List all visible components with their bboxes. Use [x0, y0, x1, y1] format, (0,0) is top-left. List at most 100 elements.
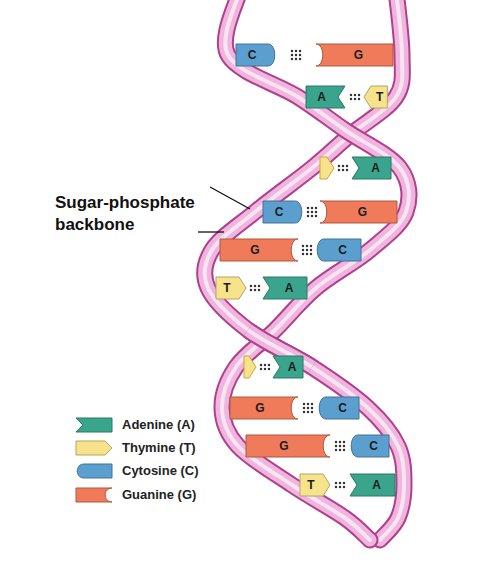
hydrogen-bond-dots — [259, 363, 271, 371]
hydrogen-bonds — [249, 49, 361, 489]
hidden-base — [244, 157, 334, 378]
base-letter: C — [369, 439, 378, 453]
base-shape-outline — [364, 86, 387, 108]
legend-swatch-shape — [76, 418, 112, 432]
leader-line — [210, 187, 250, 209]
base-block: C — [350, 435, 389, 457]
base-letter: A — [288, 360, 297, 374]
base-shape-outline — [263, 277, 307, 299]
hydrogen-bond-dots — [334, 481, 346, 489]
legend-text: Cytosine (C) — [122, 462, 199, 480]
base-block: T — [364, 86, 387, 108]
base-block: C — [318, 397, 359, 419]
legend-text: Thymine (T) — [122, 439, 196, 457]
base-letter: G — [354, 48, 363, 62]
backbone-highlight — [205, 0, 404, 540]
base-shape-outline — [352, 157, 391, 179]
base-block: A — [306, 86, 345, 108]
legend-entry: Thymine (T) — [75, 439, 196, 457]
base-shape-outline — [300, 474, 330, 496]
legend-entry: Adenine (A) — [75, 416, 195, 434]
legend-swatch — [75, 417, 113, 433]
base-shape-outline — [263, 201, 302, 223]
base-letter: C — [275, 205, 284, 219]
base-letter: G — [358, 205, 367, 219]
base-letter: A — [372, 478, 381, 492]
base-shape-outline — [351, 435, 389, 457]
base-shape — [364, 86, 387, 108]
hidden-base-stub — [320, 157, 334, 179]
base-letter: C — [338, 401, 347, 415]
base-shape-outline — [316, 44, 393, 66]
backbone-edge — [205, 0, 404, 540]
base-shape-outline — [319, 397, 359, 419]
base-letter: T — [376, 90, 383, 104]
callout-label: Sugar-phosphate backbone — [55, 192, 220, 236]
base-block: A — [352, 157, 391, 179]
base-shape-outline — [306, 86, 345, 108]
backbone-strand — [222, 0, 409, 540]
legend-text: Guanine (G) — [122, 486, 196, 504]
base-block: G — [220, 239, 298, 261]
hydrogen-bond-dots — [349, 93, 361, 101]
base-letter: G — [279, 439, 288, 453]
legend-entry: Guanine (G) — [75, 486, 196, 504]
base-shape — [216, 277, 246, 299]
hydrogen-bond-dots — [334, 440, 346, 452]
base-block: T — [216, 277, 246, 299]
base-shape-outline — [350, 474, 395, 496]
hydrogen-bond-dots — [301, 244, 313, 256]
legend-swatch — [75, 463, 113, 479]
legend-swatch — [75, 440, 113, 456]
base-block: G — [230, 397, 298, 419]
base-block: C — [263, 201, 303, 223]
base-shape-outline — [317, 239, 361, 261]
backbone-edge — [222, 0, 409, 540]
backbone-highlight — [222, 0, 409, 540]
hydrogen-bond-dots — [306, 206, 318, 218]
base-block: C — [316, 239, 361, 261]
base-block: C — [236, 44, 276, 66]
base-shape-outline — [220, 239, 298, 261]
legend-text: Adenine (A) — [122, 416, 195, 434]
base-block: A — [273, 356, 303, 378]
base-block: G — [320, 201, 397, 223]
backbone-strand — [205, 0, 404, 540]
base-letter: G — [255, 401, 264, 415]
backbone-fill — [222, 0, 409, 540]
base-letter: C — [338, 243, 347, 257]
leader-line — [198, 231, 224, 232]
base-shape-outline — [320, 201, 397, 223]
legend-entry: Cytosine (C) — [75, 462, 199, 480]
hydrogen-bond-dots — [290, 49, 302, 61]
base-shape-outline — [273, 356, 303, 378]
hydrogen-bond-dots — [337, 164, 349, 172]
base-shape-outline — [246, 435, 330, 457]
hydrogen-bond-dots — [249, 284, 261, 292]
base-letter: T — [223, 281, 230, 295]
base-letter: T — [307, 478, 314, 492]
base-shape — [300, 474, 330, 496]
base-shape-outline — [216, 277, 246, 299]
base-shape-outline — [236, 44, 275, 66]
legend-swatch — [75, 487, 113, 503]
legend-swatch-shape — [77, 464, 112, 478]
base-block: G — [246, 435, 330, 457]
base-letter: G — [250, 243, 259, 257]
hydrogen-bond-dots — [302, 402, 314, 414]
base-block: A — [350, 474, 395, 496]
base-letter: A — [317, 90, 326, 104]
legend-swatch-shape — [76, 488, 112, 502]
base-letter: A — [285, 281, 294, 295]
base-letter: A — [371, 161, 380, 175]
base-letter: C — [248, 48, 257, 62]
hidden-base-stub — [244, 356, 256, 378]
base-shape-outline — [230, 397, 298, 419]
legend-swatch-shape — [76, 441, 112, 455]
leader-lines — [198, 187, 250, 232]
base-block: A — [263, 277, 307, 299]
base-block: G — [316, 44, 393, 66]
backbone-fill — [205, 0, 404, 540]
base-block: T — [300, 474, 330, 496]
